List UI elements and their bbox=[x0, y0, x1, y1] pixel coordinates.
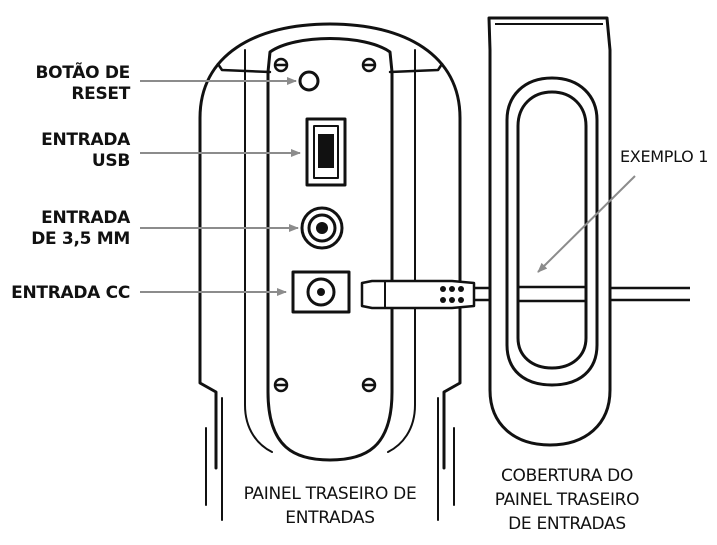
cover bbox=[474, 16, 690, 447]
label-dc: ENTRADA CC bbox=[11, 283, 130, 303]
reset-button-icon bbox=[298, 70, 320, 92]
dc-plug-cable bbox=[360, 279, 476, 310]
cover-cable bbox=[474, 285, 690, 303]
rear-panel-rail-left bbox=[244, 49, 273, 453]
pointer-arrows bbox=[140, 77, 636, 296]
rear-panel-housing bbox=[198, 22, 462, 470]
rear-panel-lip bbox=[216, 62, 444, 74]
label-reset: BOTÃO DE RESET bbox=[35, 63, 130, 104]
arrow-example bbox=[537, 175, 636, 273]
rear-panel-plate bbox=[266, 37, 394, 462]
screw-icon bbox=[273, 57, 377, 393]
rear-panel-rail-right bbox=[387, 49, 416, 453]
dc-port-icon bbox=[291, 270, 351, 314]
cover-slot-inner bbox=[516, 90, 588, 370]
label-cover: COBERTURA DO PAINEL TRASEIRO DE ENTRADAS bbox=[494, 466, 640, 534]
label-audio-jack: ENTRADA DE 3,5 MM bbox=[31, 208, 130, 249]
label-usb: ENTRADA USB bbox=[41, 130, 130, 171]
rear-panel bbox=[198, 22, 462, 521]
label-example: EXEMPLO 1 bbox=[620, 147, 709, 166]
label-rear-panel: PAINEL TRASEIRO DE ENTRADAS bbox=[243, 484, 417, 528]
audio-jack-icon bbox=[300, 206, 344, 250]
usb-port-icon bbox=[305, 117, 347, 187]
